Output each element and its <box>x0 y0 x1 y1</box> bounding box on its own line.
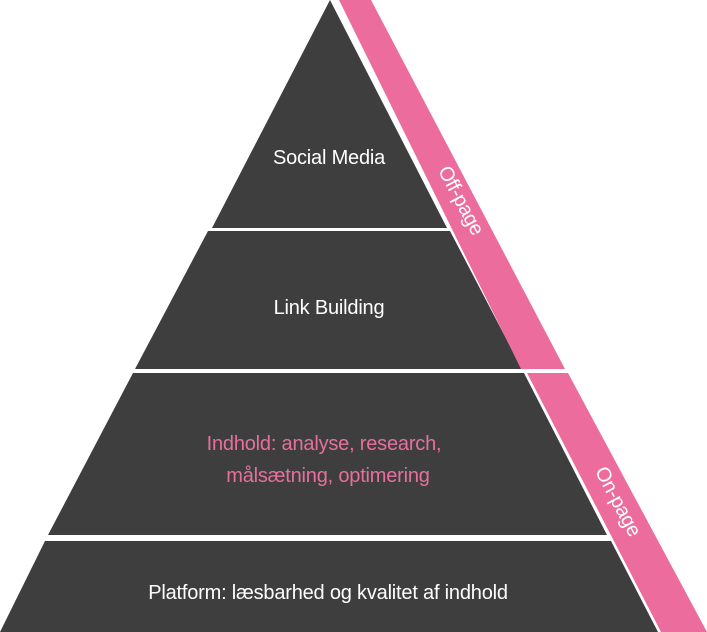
off-page-band <box>339 0 565 369</box>
tier-platform <box>0 541 658 632</box>
on-page-band <box>527 373 707 632</box>
tier-label-content-line-1: Indhold: analyse, research, <box>207 433 442 455</box>
tier-label-social-media: Social Media <box>273 147 386 169</box>
tier-label-link-building: Link Building <box>274 297 385 319</box>
tier-label-platform: Platform: læsbarhed og kvalitet af indho… <box>148 582 508 604</box>
tier-social-media <box>212 0 447 228</box>
tier-content <box>48 373 607 535</box>
tier-link-building <box>135 231 522 369</box>
tier-label-content-line-2: målsætning, optimering <box>226 465 429 487</box>
